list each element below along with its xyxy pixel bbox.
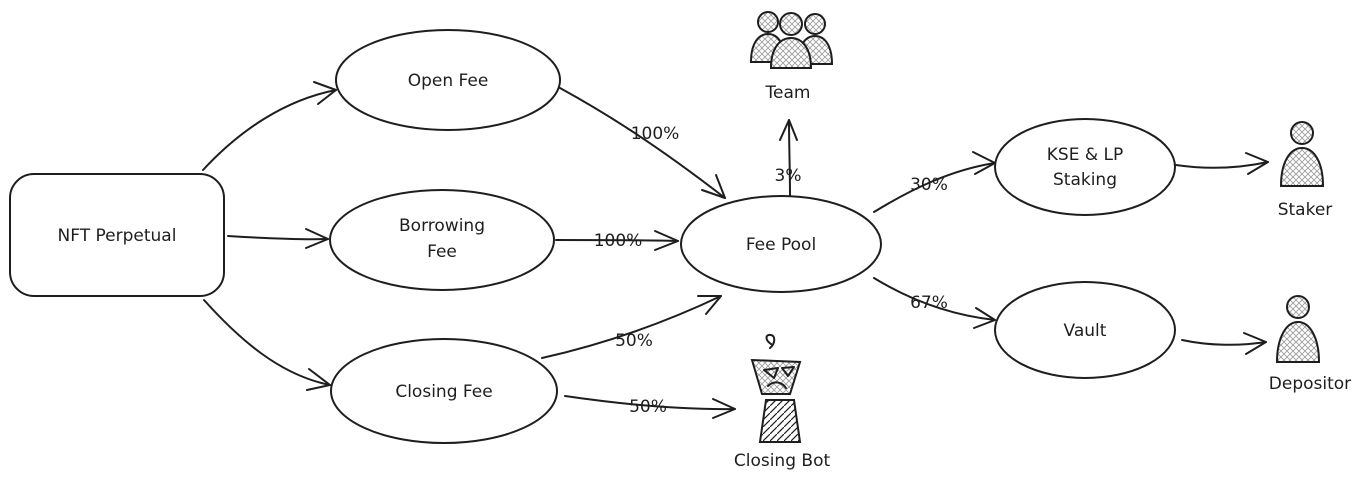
node-nft-perpetual-label: NFT Perpetual [58,226,177,246]
edge-nft-to-closing-fee [203,299,331,386]
node-open-fee-label: Open Fee [408,71,489,91]
edge-open-fee-to-pool [559,87,726,199]
node-nft-perpetual: NFT Perpetual [9,173,225,297]
node-open-fee: Open Fee [335,29,561,131]
edge-closing-fee-to-bot [564,395,736,411]
actor-staker-label: Staker [1278,200,1333,220]
node-kse-lp-staking: KSE & LP Staking [994,118,1176,216]
edge-nft-to-open-fee [202,89,337,171]
edge-label-pool-to-kse: 30% [910,175,948,195]
edge-borrowing-fee-to-pool [555,239,679,242]
edge-nft-to-borrowing-fee [227,235,329,241]
arrowhead-depositor [1243,332,1267,355]
node-vault-label: Vault [1064,321,1107,341]
node-closing-fee: Closing Fee [330,338,558,444]
arrowhead-borrowing-fee [305,228,329,249]
edge-label-open-to-pool: 100% [631,124,680,144]
arrowhead-open-fee [313,81,337,105]
arrowhead-closing-bot [712,398,736,419]
depositor-person-icon [1275,295,1321,363]
edge-closing-fee-to-pool [541,295,722,359]
edge-pool-to-team [788,119,791,197]
node-vault: Vault [994,281,1176,379]
arrowhead-closing-fee [306,368,331,391]
node-closing-fee-label: Closing Fee [395,382,492,402]
edge-pool-to-kse [873,162,996,213]
node-kse-lp-staking-label-line1: KSE & LP [1047,145,1123,165]
actor-closing-bot-label: Closing Bot [734,451,831,471]
node-fee-pool-label: Fee Pool [746,235,816,255]
actor-team-label: Team [765,83,811,103]
edge-label-borrowing-to-pool: 100% [594,231,643,251]
edge-label-pool-to-team: 3% [775,166,802,186]
team-group-icon [749,11,834,69]
actor-depositor-label: Depositor [1269,374,1351,394]
arrowhead-vault [973,307,996,329]
edge-label-pool-to-vault: 67% [910,293,948,313]
node-borrowing-fee-label-line1: Borrowing [399,216,485,236]
node-borrowing-fee-label-line2: Fee [427,242,457,262]
arrowhead-staker [1245,152,1269,175]
edge-label-closing-to-bot: 50% [629,397,667,417]
node-fee-pool: Fee Pool [680,195,882,293]
arrowhead-team [779,119,798,141]
arrowhead-pool-from-borrowing [654,230,679,251]
closing-bot-robot-icon [750,333,802,443]
staker-person-icon [1279,121,1325,187]
node-borrowing-fee: Borrowing Fee [329,189,555,291]
edge-label-closing-to-pool: 50% [615,331,653,351]
node-kse-lp-staking-label-line2: Staking [1053,170,1117,190]
edge-kse-to-staker [1175,161,1269,169]
arrowhead-pool-from-closing [697,295,722,315]
arrowhead-pool-from-open [701,174,726,199]
edge-pool-to-vault [873,277,996,321]
edge-vault-to-depositor [1181,339,1267,346]
